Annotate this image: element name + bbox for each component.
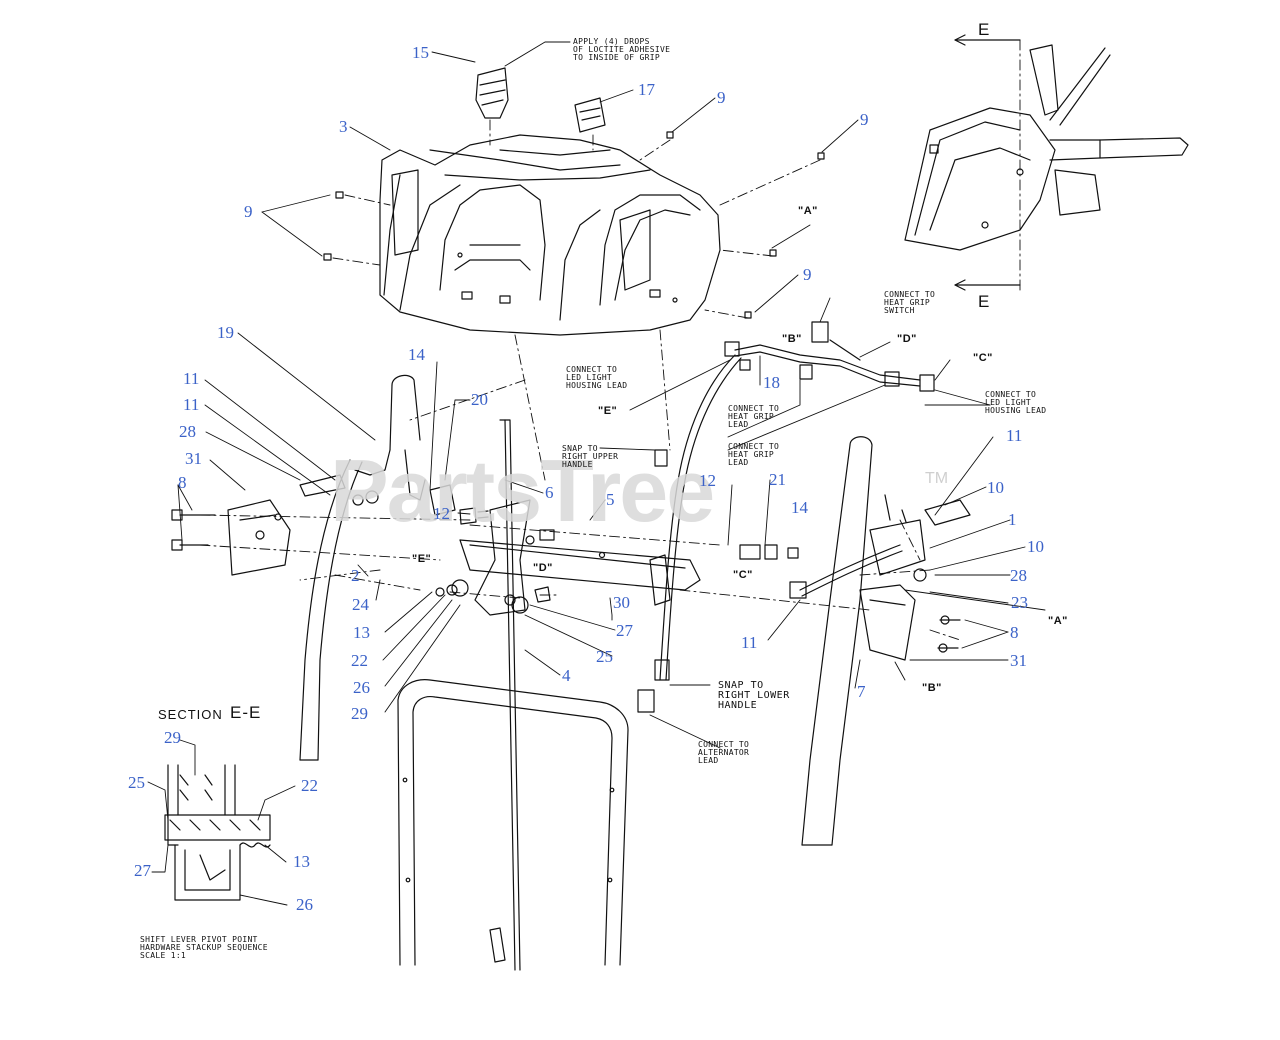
switch-part — [574, 97, 606, 133]
callout-18: 18 — [763, 373, 780, 392]
callout-2: 2 — [351, 566, 360, 585]
callout-4: 4 — [562, 666, 571, 685]
right-handle — [739, 436, 971, 846]
ref-b-top: "B" — [782, 333, 802, 345]
callout-27: 27 — [616, 621, 633, 640]
callout-5: 5 — [606, 490, 615, 509]
ref-b-bottom: "B" — [922, 682, 942, 694]
section-mark-top: E — [978, 20, 990, 39]
callout-8: 8 — [178, 473, 187, 492]
wire-harness — [637, 321, 935, 713]
callout-3: 3 — [339, 117, 348, 136]
ref-a-right: "A" — [1048, 615, 1068, 627]
callout-1: 1 — [1008, 510, 1017, 529]
callout-22: 22 — [301, 776, 318, 795]
callout-26: 26 — [296, 895, 313, 914]
note-snap-upper: SNAP TO RIGHT UPPER HANDLE — [562, 444, 619, 469]
watermark-trademark: TM — [925, 470, 949, 487]
shift-assembly — [429, 419, 701, 971]
callout-9: 9 — [860, 110, 869, 129]
note-alternator: CONNECT TO ALTERNATOR LEAD — [698, 740, 750, 765]
callout-30: 30 — [613, 593, 630, 612]
callout-27: 27 — [134, 861, 151, 880]
callout-25: 25 — [596, 647, 613, 666]
grip-part — [475, 67, 509, 119]
note-led-right: CONNECT TO LED LIGHT HOUSING LEAD — [985, 390, 1047, 415]
callout-22: 22 — [351, 651, 368, 670]
ref-c-mid: "C" — [733, 569, 753, 581]
callout-11: 11 — [183, 395, 200, 414]
callout-29: 29 — [164, 728, 181, 747]
callout-9: 9 — [244, 202, 253, 221]
callout-29: 29 — [351, 704, 368, 723]
watermark: PartsTree — [330, 441, 715, 540]
callout-26: 26 — [353, 678, 370, 697]
ref-d-mid: "D" — [533, 562, 553, 574]
callout-12: 12 — [699, 471, 716, 490]
left-handle — [171, 374, 426, 761]
callout-25: 25 — [128, 773, 145, 792]
ref-a-top: "A" — [798, 205, 818, 217]
ref-c-top: "C" — [973, 352, 993, 364]
note-loctite: APPLY (4) DROPS OF LOCTITE ADHESIVE TO I… — [573, 37, 671, 62]
callout-31: 31 — [1010, 651, 1027, 670]
callout-11: 11 — [741, 633, 758, 652]
screw-icons — [323, 131, 825, 319]
section-label: SECTION — [158, 707, 223, 722]
callout-20: 20 — [471, 390, 488, 409]
note-heat-grip-switch: CONNECT TO HEAT GRIP SWITCH — [884, 290, 936, 315]
note-led-left: CONNECT TO LED LIGHT HOUSING LEAD — [566, 365, 628, 390]
callout-8: 8 — [1010, 623, 1019, 642]
callout-14: 14 — [408, 345, 425, 364]
callout-28: 28 — [1010, 566, 1027, 585]
ref-e-mid: "E" — [598, 405, 618, 417]
callout-12: 12 — [433, 504, 450, 523]
guide-lines — [199, 119, 961, 641]
control-panel-housing — [379, 134, 721, 336]
callout-11: 11 — [1006, 426, 1023, 445]
callout-10: 10 — [987, 478, 1004, 497]
callout-10: 10 — [1027, 537, 1044, 556]
note-stackup: SHIFT LEVER PIVOT POINT HARDWARE STACKUP… — [140, 935, 268, 960]
leader-lines — [147, 41, 1046, 906]
ref-d-top: "D" — [897, 333, 917, 345]
callout-15: 15 — [412, 43, 429, 62]
callout-31: 31 — [185, 449, 202, 468]
callout-28: 28 — [179, 422, 196, 441]
callout-11: 11 — [183, 369, 200, 388]
note-heat-grip-2: CONNECT TO HEAT GRIP LEAD — [728, 442, 780, 467]
callout-19: 19 — [217, 323, 234, 342]
callout-9: 9 — [803, 265, 812, 284]
note-heat-grip-1: CONNECT TO HEAT GRIP LEAD — [728, 404, 780, 429]
callout-24: 24 — [352, 595, 369, 614]
callout-7: 7 — [857, 682, 866, 701]
section-name: E-E — [230, 703, 262, 722]
section-mark-bottom: E — [978, 292, 990, 311]
callout-6: 6 — [545, 483, 554, 502]
callout-9: 9 — [717, 88, 726, 107]
section-view — [904, 34, 1189, 291]
ref-e-left: "E" — [412, 553, 432, 565]
callout-21: 21 — [769, 470, 786, 489]
section-detail — [164, 764, 271, 901]
note-snap-lower: SNAP TO RIGHT LOWER HANDLE — [718, 680, 790, 711]
callout-13: 13 — [353, 623, 370, 642]
callout-13: 13 — [293, 852, 310, 871]
callout-23: 23 — [1011, 593, 1028, 612]
callout-17: 17 — [638, 80, 655, 99]
callout-14: 14 — [791, 498, 808, 517]
frame-handle — [397, 679, 629, 966]
